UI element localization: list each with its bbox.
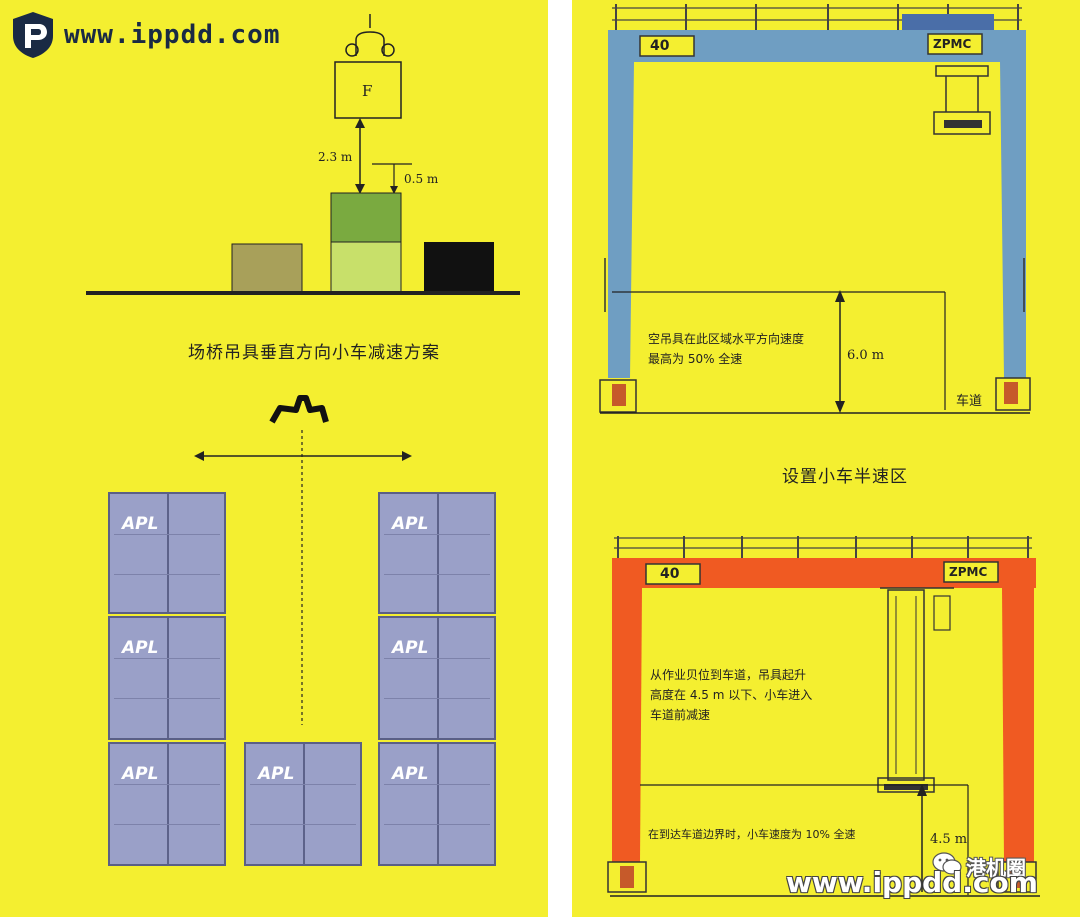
container-right-2: APL — [378, 616, 496, 740]
hook-wheel-right — [381, 43, 395, 57]
gantry-bottom-height-label: 4.5 m — [930, 832, 968, 847]
vertical-scheme-caption: 场桥吊具垂直方向小车减速方案 — [188, 343, 440, 363]
container-left-1: APL — [108, 492, 226, 614]
hook-bracket — [355, 31, 385, 56]
gantry-bottom-right-sign: ZPMC — [949, 565, 988, 579]
vertical-scheme-diagram — [86, 14, 520, 295]
container-middle: APL — [244, 742, 362, 866]
gantry-top-note-line-2: 最高为 50% 全速 — [648, 352, 743, 366]
gantry-top-left-leg — [608, 62, 634, 378]
gantry-bottom-left-leg — [612, 588, 642, 862]
ground-line — [86, 291, 520, 295]
wechat-icon — [932, 852, 962, 876]
watermark-url: www.ippdd.com — [786, 866, 1038, 899]
hook-wheel-left — [345, 43, 359, 57]
container-left-3: APL — [108, 742, 226, 866]
spreader-icon — [269, 395, 329, 424]
gantry-top-left-sign: 40 — [650, 38, 670, 54]
container-left-2: APL — [108, 616, 226, 740]
f-box-label: F — [362, 82, 373, 100]
shield-p-logo-icon — [10, 10, 56, 60]
stack-left — [231, 243, 303, 293]
right-panel — [572, 0, 1080, 917]
gantry-bottom-note-2: 在到达车道边界时，小车速度为 10% 全速 — [648, 828, 856, 841]
gantry-bottom-left-sign: 40 — [660, 566, 680, 582]
wechat-label: 港机圈 — [966, 856, 1026, 880]
gantry-top-note-line-1: 空吊具在此区域水平方向速度 — [648, 332, 805, 346]
dim-small-label: 0.5 m — [404, 172, 439, 186]
dim-large-label: 2.3 m — [318, 150, 353, 164]
gantry-top-right-sign: ZPMC — [933, 37, 972, 51]
stack-middle-bottom — [330, 241, 402, 293]
container-right-1: APL — [378, 492, 496, 614]
stack-middle-top — [330, 192, 402, 243]
container-right-3: APL — [378, 742, 496, 866]
f-box — [334, 61, 402, 119]
gantry-bottom-note-line-1: 从作业贝位到车道，吊具起升 — [650, 668, 807, 682]
gantry-top-caption: 设置小车半速区 — [782, 467, 908, 487]
gantry-top-right-leg — [1000, 62, 1026, 378]
lane-label: 车道 — [956, 394, 983, 409]
hoist-column — [887, 589, 925, 781]
gantry-bottom-note-line-2: 高度在 4.5 m 以下、小车进入 — [650, 688, 813, 702]
gantry-bottom-note-line-3: 车道前减速 — [650, 708, 711, 722]
site-url: www.ippdd.com — [64, 20, 281, 50]
gantry-bottom-right-leg — [1002, 588, 1034, 862]
top-view-diagram — [194, 395, 412, 725]
stack-right — [424, 242, 494, 292]
gantry-top-height-label: 6.0 m — [847, 348, 885, 363]
